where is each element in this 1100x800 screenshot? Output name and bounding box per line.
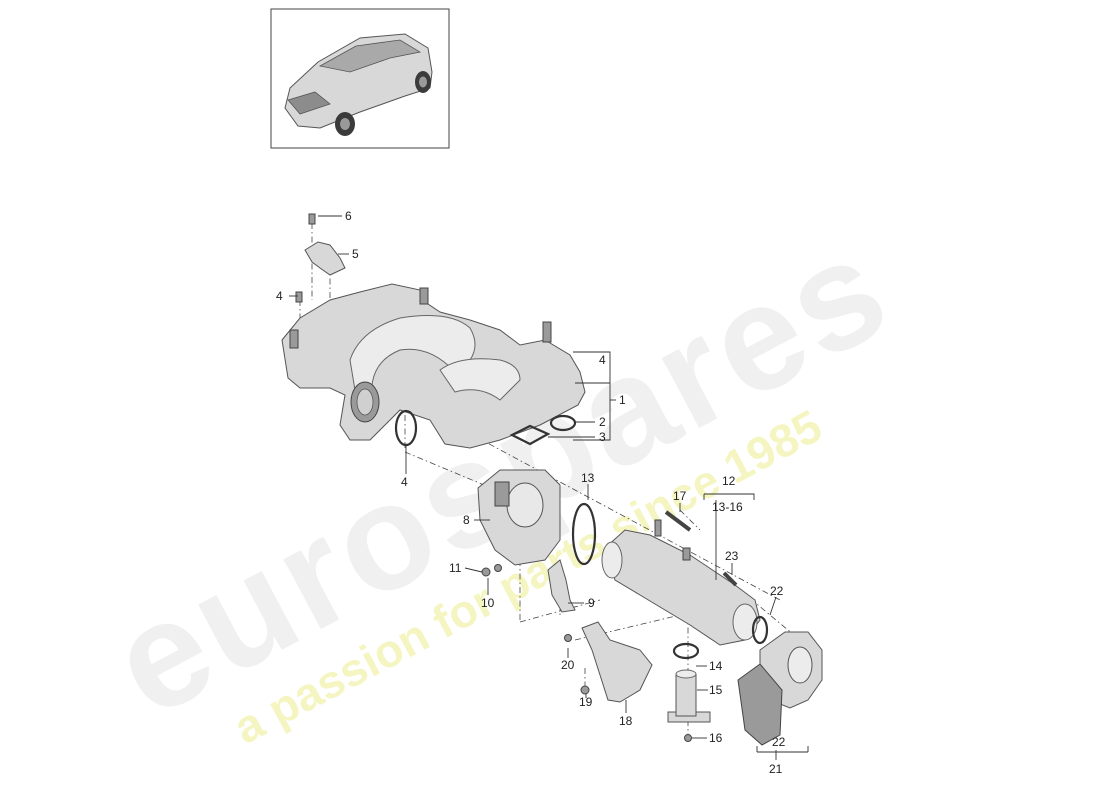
leader-lines (289, 215, 809, 760)
callout-14: 14 (709, 659, 723, 673)
callout-10: 10 (481, 596, 495, 610)
sensor-15 (667, 669, 711, 742)
gaskets (394, 409, 577, 447)
callout-4-lower: 4 (401, 475, 408, 489)
callout-17: 17 (673, 489, 687, 503)
callout-12: 12 (722, 474, 736, 488)
callout-11: 11 (449, 561, 462, 575)
callout-18: 18 (619, 714, 633, 728)
callout-1: 1 (619, 393, 626, 407)
intake-manifold (281, 283, 586, 449)
o-rings-14-22 (672, 615, 769, 660)
callout-2: 2 (599, 415, 606, 429)
bolts-10-11 (481, 564, 502, 577)
throttle-adapter (477, 469, 561, 566)
callout-8: 8 (463, 513, 470, 527)
bracket-18 (564, 621, 653, 703)
callout-9: 9 (588, 596, 595, 610)
callout-22-upper: 22 (770, 584, 784, 598)
callout-6: 5 (352, 247, 359, 261)
vehicle-thumbnail (270, 8, 450, 149)
bolts-17-23 (664, 510, 738, 587)
bracket-9 (547, 559, 576, 613)
callout-13-16: 13-16 (712, 500, 743, 514)
callout-7: 6 (345, 209, 352, 223)
callout-23: 23 (725, 549, 739, 563)
o-ring-13 (571, 502, 597, 566)
callout-4-upper: 4 (599, 353, 606, 367)
throttle-body (737, 631, 823, 746)
callout-20: 20 (561, 658, 575, 672)
callout-22-lower: 22 (772, 735, 786, 749)
callout-19: 19 (579, 695, 593, 709)
callouts: 6 5 4 4 1 2 3 4 8 13 11 10 9 17 12 13-16… (276, 209, 786, 776)
bracket-assembly (295, 213, 346, 303)
callout-21: 21 (769, 762, 783, 776)
callout-15: 15 (709, 683, 723, 697)
callout-3: 3 (599, 430, 606, 444)
callout-13: 13 (581, 471, 595, 485)
callout-16: 16 (709, 731, 723, 745)
callout-5: 4 (276, 289, 283, 303)
